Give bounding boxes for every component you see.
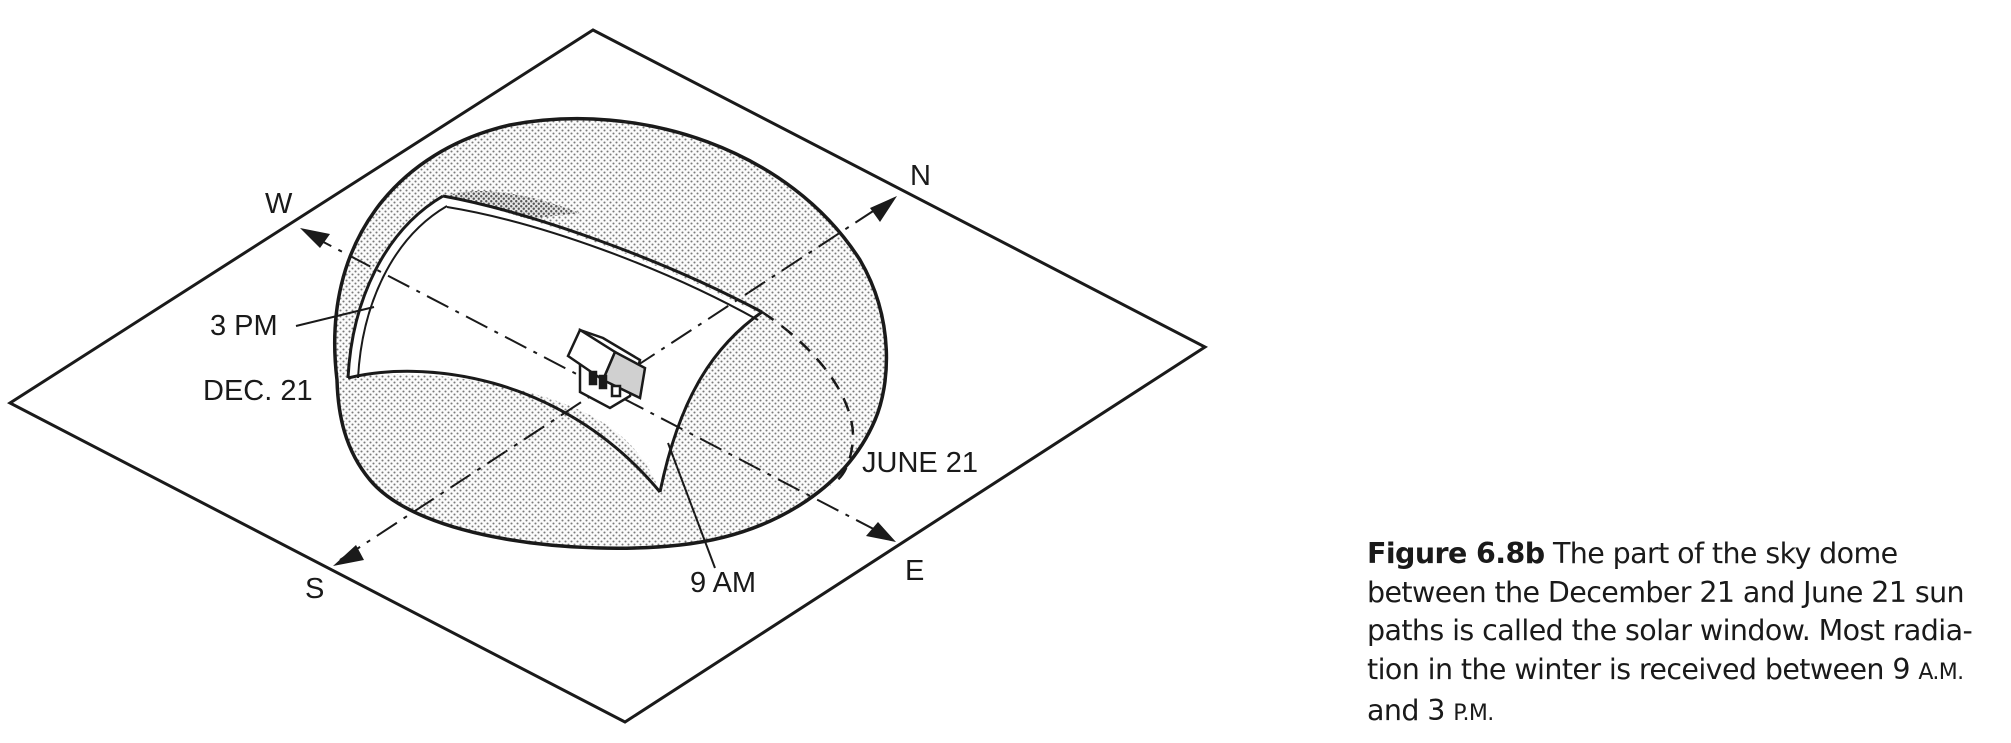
am-label: 9 AM (690, 567, 756, 599)
compass-west-label: W (265, 188, 293, 220)
figure-number: Figure 6.8b (1367, 537, 1545, 570)
caption-am-text: A.M. (1918, 659, 1964, 685)
caption-line-4: tion in the winter is received between 9… (1367, 651, 2007, 693)
caption-line-5-text: and 3 (1367, 694, 1454, 727)
solar-window (348, 196, 762, 492)
caption-line-1-text: The part of the sky dome (1544, 537, 1898, 570)
june-21-label: JUNE 21 (862, 447, 978, 479)
compass-north-label: N (910, 160, 931, 192)
caption-line-4-text: tion in the winter is received between 9 (1367, 652, 1919, 686)
dec-21-sun-path (346, 194, 444, 379)
caption-line-2: between the December 21 and June 21 sun (1367, 575, 1965, 609)
june-21-sun-path (442, 194, 763, 314)
pm-label: 3 PM (210, 310, 278, 342)
solar-window-side-edge (658, 310, 763, 493)
east-arrow-icon (866, 522, 896, 542)
pm-leader (295, 306, 375, 327)
solar-window-lower-edge (347, 369, 662, 493)
north-arrow-icon (870, 196, 897, 222)
figure-caption: Figure 6.8b The part of the sky dome bet… (1367, 535, 2007, 734)
june-21-sun-path-inner (446, 206, 759, 321)
compass-east-label: E (905, 555, 924, 587)
caption-line-3: paths is called the solar window. Most r… (1367, 614, 1973, 647)
caption-pm-text: P.M. (1453, 701, 1494, 726)
south-arrow-icon (333, 545, 364, 566)
am-leader (667, 442, 716, 569)
house-icon (566, 328, 647, 410)
caption-line-5: and 3 P.M. (1367, 692, 2007, 734)
compass-south-label: S (305, 573, 324, 605)
west-arrow-icon (300, 228, 330, 248)
dome-hidden-edge (761, 310, 855, 487)
dec-21-sun-path-inner (357, 205, 448, 379)
dec-21-label: DEC. 21 (203, 375, 313, 407)
caption-line-1: Figure 6.8b The part of the sky dome (1367, 535, 2007, 574)
